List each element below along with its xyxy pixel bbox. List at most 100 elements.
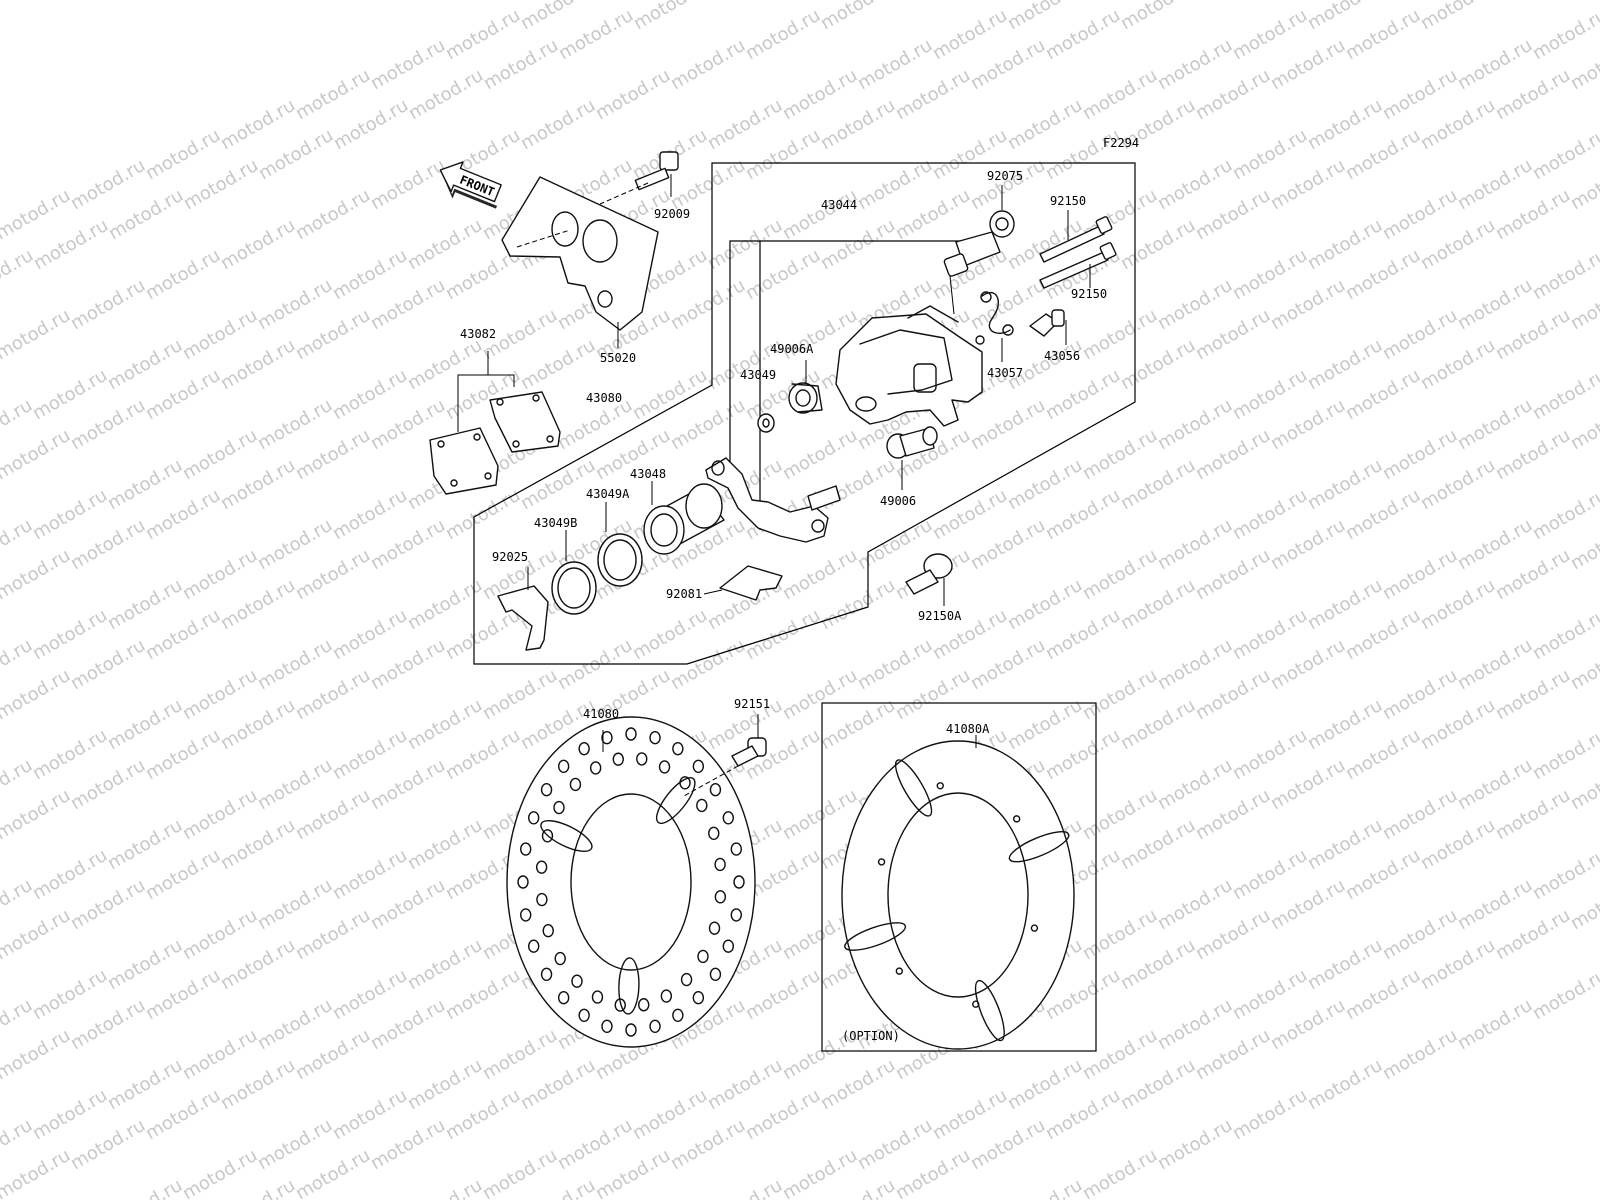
watermark-text: motod.ru [1454,155,1536,214]
disc-slot [894,759,933,817]
watermark-text: motod.ru [142,245,224,304]
watermark-text: motod.ru [217,695,299,754]
watermark-text: motod.ru [292,425,374,484]
watermark-text: motod.ru [1079,1145,1161,1200]
label-92075: 92075 [987,169,1023,183]
disc-vent-hole [692,759,705,773]
watermark-text: motod.ru [1229,485,1311,544]
watermark-text: motod.ru [1304,815,1386,874]
disc-slot [974,979,1005,1042]
watermark-text: motod.ru [1004,1055,1086,1114]
watermark-text: motod.ru [1417,815,1499,874]
watermark-text: motod.ru [854,635,936,694]
watermark-text: motod.ru [967,395,1049,454]
watermark-text: motod.ru [367,875,449,934]
watermark-text: motod.ru [0,665,74,724]
slide-pins-part [1039,216,1117,289]
watermark-text: motod.ru [1229,605,1311,664]
watermark-text: motod.ru [1492,665,1574,724]
watermark-text: motod.ru [442,725,524,784]
watermark-text: motod.ru [1492,305,1574,364]
watermark-text: motod.ru [1454,515,1536,574]
watermark-text: motod.ru [179,1145,261,1200]
disc-vent-hole [672,1008,684,1023]
watermark-text: motod.ru [517,455,599,514]
watermark-text: motod.ru [1267,875,1349,934]
watermark-text: motod.ru [217,95,299,154]
option-label: (OPTION) [842,1029,900,1043]
watermark-text: motod.ru [180,155,262,214]
watermark-text: motod.ru [1417,455,1499,514]
disc-vent-hole [649,731,661,745]
watermark-text: motod.ru [1154,635,1236,694]
watermark-text: motod.ru [67,875,149,934]
disc-vent-hole [589,761,602,775]
watermark-text: motod.ru [0,245,37,304]
watermark-text: motod.ru [404,695,486,754]
watermark-text: motod.ru [0,305,74,364]
disc-vent-hole [638,998,650,1012]
watermark-text: motod.ru [1117,1055,1199,1114]
pad-spring-92025-part [497,585,549,651]
disc-vent-hole [569,777,582,792]
disc-vent-hole [535,860,548,874]
watermark-text: motod.ru [1079,905,1161,964]
bolt-92150A-part [905,553,953,595]
watermark-text: motod.ru [1454,875,1536,934]
watermark-text: motod.ru [29,1085,111,1144]
watermark-text: motod.ru [1079,785,1161,844]
watermark-text: motod.ru [1529,725,1600,784]
watermark-text: motod.ru [1192,305,1274,364]
watermark-text: motod.ru [292,1145,374,1200]
disc-bolt-part [683,737,767,797]
watermark-text: motod.ru [1529,125,1600,184]
watermark-text: motod.ru [142,605,224,664]
label-43049: 43049 [740,368,776,382]
watermark-text: motod.ru [554,1115,636,1174]
watermark-text: motod.ru [1304,95,1386,154]
watermark-text: motod.ru [329,365,411,424]
watermark-text: motod.ru [742,245,824,304]
disc-mount-hole [1030,924,1039,932]
disc-vent-hole [571,974,583,988]
watermark-text: motod.ru [1042,5,1124,64]
watermark-text: motod.ru [967,35,1049,94]
watermark-text: motod.ru [1117,335,1199,394]
brake-pad-set-part [429,391,561,495]
disc-vent-hole [541,829,554,843]
watermark-text: motod.ru [1529,485,1600,544]
watermark-text: motod.ru [367,275,449,334]
caliper-assembly-frame [473,162,1136,665]
watermark-text: motod.ru [1117,815,1199,874]
watermark-text: motod.ru [142,965,224,1024]
watermark-text: motod.ru [292,905,374,964]
disc-vent-hole [708,826,720,841]
label-43049B: 43049B [534,516,577,530]
watermark-text: motod.ru [1379,665,1461,724]
disc-mount-hole [972,1000,980,1008]
disc-mount-hole [877,858,886,866]
watermark-text: motod.ru [1117,935,1199,994]
watermark-text: motod.ru [142,1085,224,1144]
watermark-text: motod.ru [967,515,1049,574]
label-41080A: 41080A [946,722,990,736]
watermark-text: motod.ru [1004,1175,1086,1200]
watermark-text: motod.ru [104,1055,186,1114]
watermark-text: motod.ru [929,1085,1011,1144]
bushing-49006-part [886,426,938,459]
disc-mount-hole [1012,815,1021,823]
disc-vent-hole [636,752,648,766]
watermark-text: motod.ru [1042,725,1124,784]
watermark-text: motod.ru [292,665,374,724]
disc-vent-hole [557,759,570,773]
watermark-text: motod.ru [1529,965,1600,1024]
watermark-text: motod.ru [1267,275,1349,334]
watermark-text: motod.ru [254,995,336,1054]
disc-vent-hole [536,892,548,907]
watermark-text: motod.ru [1229,365,1311,424]
disc-vent-hole [540,783,553,797]
watermark-text: motod.ru [254,515,336,574]
watermark-text: motod.ru [1154,515,1236,574]
watermark-text: motod.ru [1079,1025,1161,1084]
